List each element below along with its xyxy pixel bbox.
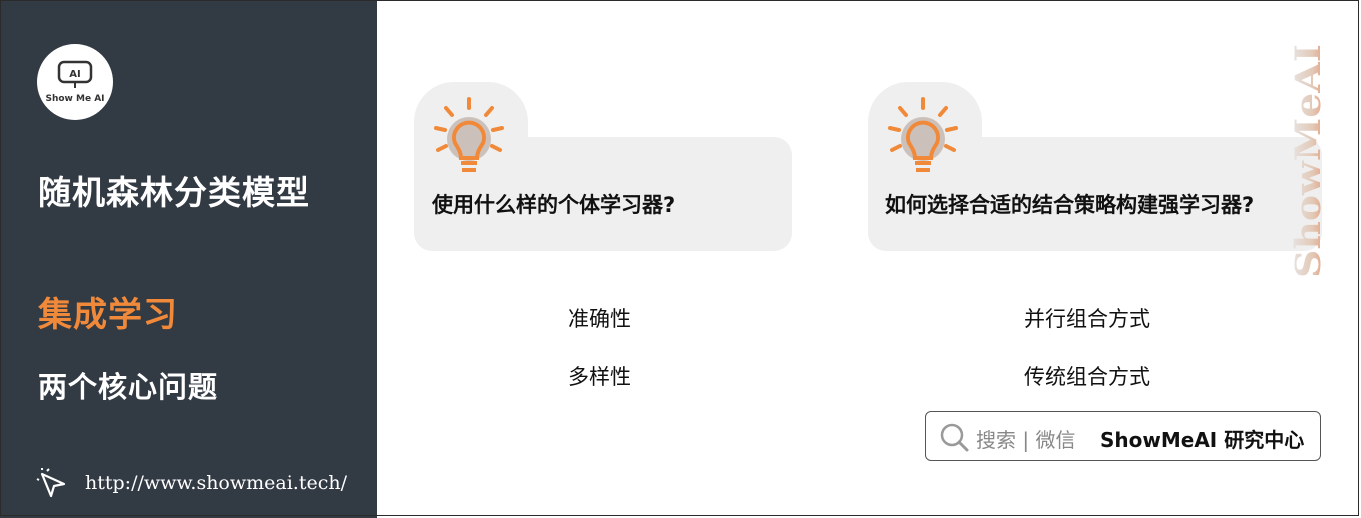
lightbulb-icon bbox=[434, 97, 504, 172]
svg-text:AI: AI bbox=[69, 69, 80, 80]
logo-text: Show Me AI bbox=[45, 94, 105, 104]
card-body bbox=[868, 137, 1322, 251]
question-text: 如何选择合适的结合策略构建强学习器? bbox=[885, 193, 1255, 217]
search-placeholder: 搜索 | 微信 bbox=[976, 428, 1076, 452]
watermark: ShowMeAI bbox=[1290, 44, 1328, 278]
logo-robot-icon: AI bbox=[57, 60, 93, 88]
search-banner[interactable]: 搜索 | 微信 ShowMeAI 研究中心 bbox=[925, 411, 1321, 461]
section-title: 集成学习 bbox=[38, 295, 178, 335]
search-brand: ShowMeAI 研究中心 bbox=[1100, 428, 1305, 452]
answer-item: 多样性 bbox=[568, 365, 631, 389]
subsection-title: 两个核心问题 bbox=[38, 370, 219, 404]
question-text: 使用什么样的个体学习器? bbox=[432, 193, 676, 217]
watermark-text: ShowMeAI bbox=[1290, 44, 1328, 278]
cursor-click-icon bbox=[36, 468, 66, 498]
website-link[interactable]: http://www.showmeai.tech/ bbox=[85, 472, 348, 494]
logo[interactable]: AI Show Me AI bbox=[37, 44, 113, 120]
page-title: 随机森林分类模型 bbox=[38, 173, 310, 212]
search-icon bbox=[940, 423, 969, 452]
lightbulb-icon bbox=[888, 97, 958, 172]
answer-item: 传统组合方式 bbox=[1024, 365, 1150, 389]
answer-item: 准确性 bbox=[568, 307, 631, 331]
sidebar: AI Show Me AI 随机森林分类模型 集成学习 两个核心问题 http:… bbox=[0, 0, 377, 518]
answer-item: 并行组合方式 bbox=[1024, 307, 1150, 331]
